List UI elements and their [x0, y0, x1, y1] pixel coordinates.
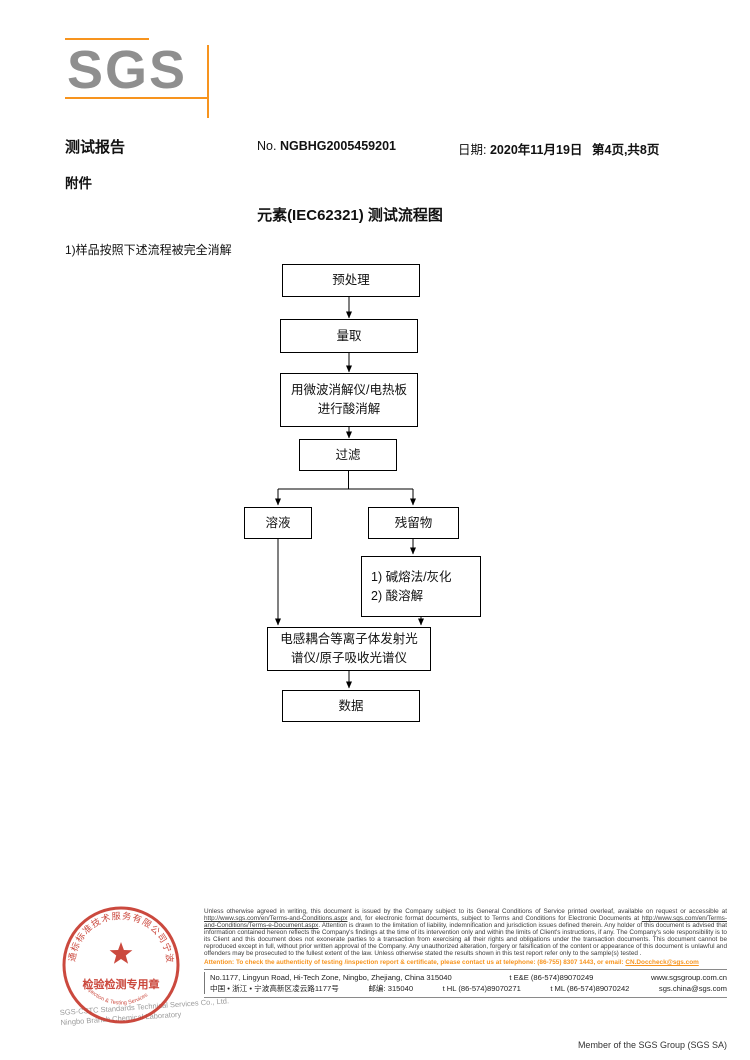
flow-box-pretreatment: 预处理: [282, 264, 420, 297]
flow-box-data: 数据: [282, 690, 420, 722]
section-title: 元素(IEC62321) 测试流程图: [0, 204, 700, 225]
flow-box-filter: 过滤: [299, 439, 397, 471]
flow-box-digest-line1: 用微波消解仪/电热板: [291, 383, 407, 398]
flow-box-residue-label: 残留物: [394, 515, 433, 530]
report-date: 日期: 2020年11月19日: [458, 139, 582, 158]
flow-box-filter-label: 过滤: [335, 447, 361, 462]
attachment-label: 附件: [65, 172, 92, 192]
disclaimer-part3: . Attention is drawn to the limitation o…: [204, 922, 727, 957]
tel-hl: t HL (86-574)89070271: [442, 984, 521, 994]
disclaimer-part2: and, for electronic format documents, su…: [347, 915, 642, 922]
member-note: Member of the SGS Group (SGS SA): [578, 1040, 727, 1050]
report-title: 测试报告: [65, 136, 125, 157]
disclaimer-part1: Unless otherwise agreed in writing, this…: [204, 908, 727, 915]
logo-accent-line-bottom: [65, 97, 207, 99]
section-title-text: 元素(IEC62321) 测试流程图: [257, 207, 443, 224]
flow-box-alkali-line2: 2) 酸溶解: [371, 588, 424, 603]
flow-note: 1)样品按照下述流程被完全消解: [65, 241, 232, 258]
flow-box-measure: 量取: [280, 319, 418, 353]
logo-accent-line-vertical: [207, 45, 209, 118]
footer-block: Unless otherwise agreed in writing, this…: [204, 908, 727, 999]
attention-text: Attention: To check the authenticity of …: [204, 959, 626, 966]
flow-box-icp-line2: 谱仪/原子吸收光谱仪: [291, 651, 407, 665]
page-indicator: 第4页,共8页: [592, 139, 659, 158]
flow-note-text: 1)样品按照下述流程被完全消解: [65, 243, 232, 257]
stamp-ring: [62, 906, 180, 1024]
address-cn: 中国 • 浙江 • 宁波高新区凌云路1177号: [210, 984, 339, 994]
flow-box-alkali-line1: 1) 碱熔法/灰化: [371, 569, 452, 584]
date-value: 2020年11月19日: [489, 143, 583, 157]
date-label: 日期:: [458, 143, 487, 157]
flow-box-pretreatment-label: 预处理: [332, 273, 370, 288]
flow-box-residue: 残留物: [368, 507, 459, 539]
company-stamp: 通标标准技术服务有限公司宁波分公司 检验检测专用章 Inspection & T…: [58, 902, 180, 1024]
star-icon: [109, 942, 133, 964]
disclaimer-text: Unless otherwise agreed in writing, this…: [204, 908, 727, 957]
report-number: No. NGBHG2005459201: [257, 139, 396, 153]
flow-box-digest: 用微波消解仪/电热板 进行酸消解: [280, 373, 418, 427]
website-link[interactable]: www.sgsgroup.com.cn: [651, 973, 727, 983]
flow-box-alkali: 1) 碱熔法/灰化 2) 酸溶解: [361, 556, 481, 617]
stamp-title: 检验检测专用章: [83, 977, 160, 991]
flow-box-digest-line2: 进行酸消解: [317, 402, 381, 416]
flow-box-measure-label: 量取: [336, 328, 362, 343]
address-block: No.1177, Lingyun Road, Hi-Tech Zone, Nin…: [204, 969, 727, 999]
page-indicator-value: 第4页,共8页: [592, 143, 660, 157]
flow-box-data-label: 数据: [338, 698, 364, 713]
member-note-text: Member of the SGS Group (SGS SA): [577, 1040, 727, 1050]
address-en: No.1177, Lingyun Road, Hi-Tech Zone, Nin…: [210, 973, 452, 983]
flow-box-solution: 溶液: [244, 507, 312, 539]
sgs-logo-text: SGS: [67, 40, 188, 100]
address-row-en: No.1177, Lingyun Road, Hi-Tech Zone, Nin…: [204, 972, 727, 984]
address-row-cn: 中国 • 浙江 • 宁波高新区凌云路1177号 邮编: 315040 t HL …: [204, 983, 727, 995]
logo-accent-line-top: [65, 38, 149, 40]
report-no-label: No.: [257, 139, 277, 153]
flow-box-icp-line1: 电感耦合等离子体发射光: [280, 632, 418, 647]
flow-box-solution-label: 溶液: [265, 515, 291, 530]
flow-box-icp: 电感耦合等离子体发射光 谱仪/原子吸收光谱仪: [267, 627, 431, 671]
report-no-value: NGBHG2005459201: [279, 139, 396, 153]
attention-note: Attention: To check the authenticity of …: [204, 959, 727, 966]
tel-ml: t ML (86-574)89070242: [550, 984, 630, 994]
doccheck-email-link[interactable]: CN.Doccheck@sgs.com: [625, 959, 699, 966]
tel-ee: t E&E (86-574)89070249: [509, 973, 594, 983]
terms-e-document-link[interactable]: http://www.sgs.com/en/Terms-and-Conditio…: [204, 915, 727, 929]
postcode: 邮编: 315040: [368, 984, 414, 994]
sgs-email-link[interactable]: sgs.china@sgs.com: [658, 984, 727, 994]
sgs-logo: SGS: [63, 38, 215, 118]
report-title-label: 测试报告: [65, 139, 126, 156]
terms-link[interactable]: http://www.sgs.com/en/Terms-and-Conditio…: [204, 915, 348, 922]
attachment-text: 附件: [65, 176, 92, 191]
